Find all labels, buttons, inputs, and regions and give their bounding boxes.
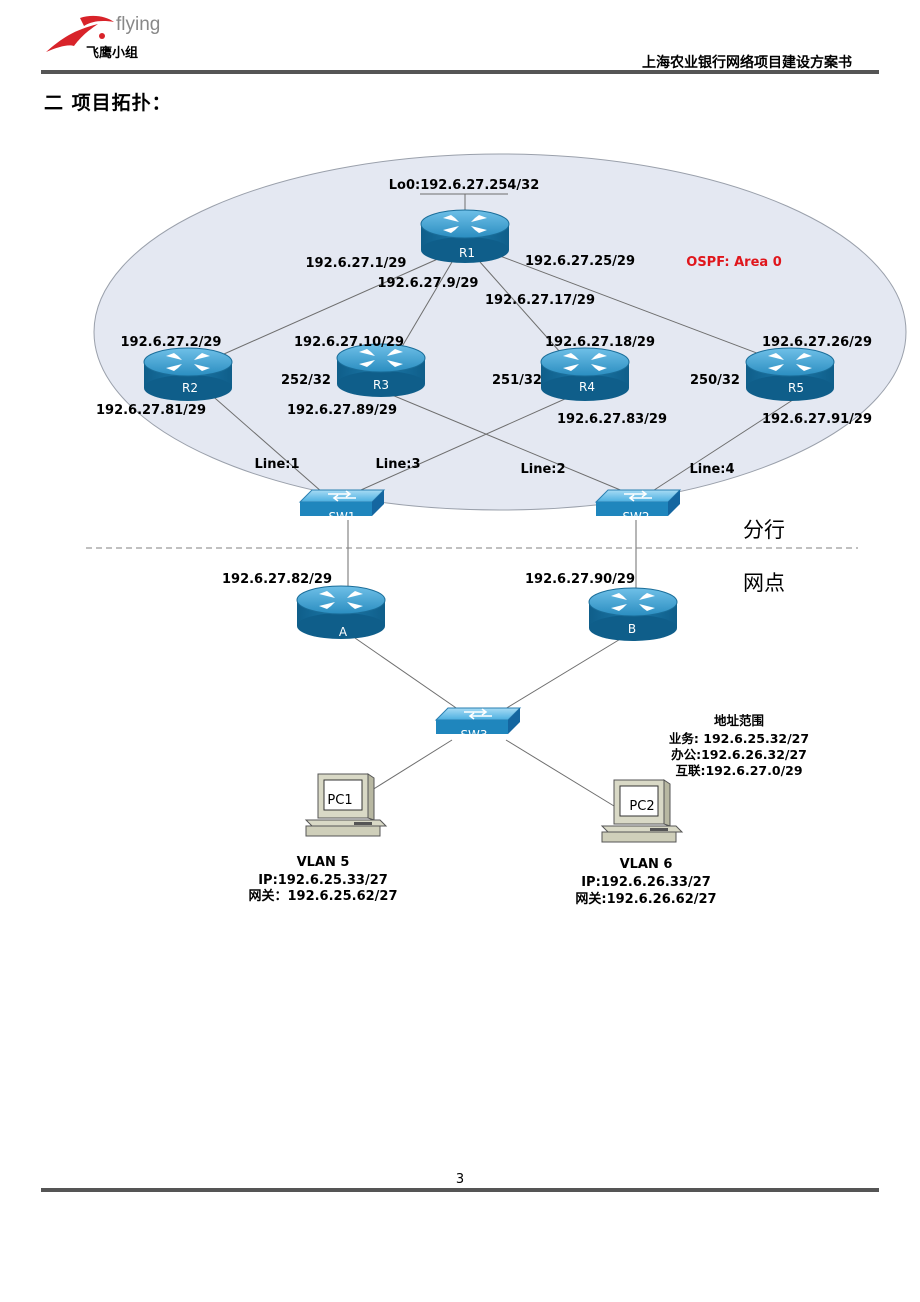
link-r1-r5: [499, 255, 771, 359]
ip-r4-loopback: 251/32: [492, 373, 542, 388]
page-number: 3: [455, 1172, 465, 1187]
link-r2-sw1: [207, 391, 323, 493]
label-r3: R3: [373, 378, 389, 392]
vlan5-ip: IP:192.6.25.33/27: [258, 873, 388, 888]
ip-r1-r2: 192.6.27.1/29: [306, 256, 407, 271]
link-a-sw3: [354, 637, 463, 713]
ip-r5-loopback: 250/32: [690, 373, 740, 388]
ip-r3-down: 192.6.27.89/29: [287, 403, 397, 418]
address-range-office: 办公:192.6.26.32/27: [671, 747, 807, 762]
link-sw3-pc2: [505, 739, 615, 807]
vlan6-name: VLAN 6: [620, 857, 673, 872]
line-1-label: Line:1: [254, 457, 299, 472]
ip-r1-r3: 192.6.27.9/29: [378, 276, 479, 291]
ip-r1-r4: 192.6.27.17/29: [485, 293, 595, 308]
address-range-interconnect: 互联:192.6.27.0/29: [675, 763, 802, 778]
ip-r3-up: 192.6.27.10/29: [294, 335, 404, 350]
vlan6-gateway: 网关:192.6.26.62/27: [575, 891, 716, 907]
label-r4: R4: [579, 380, 595, 394]
link-b-sw3: [499, 637, 623, 713]
label-a: A: [339, 625, 348, 639]
label-r1: R1: [459, 246, 475, 260]
ip-r3-loopback: 252/32: [281, 373, 331, 388]
address-range-title: 地址范围: [714, 713, 764, 728]
ip-r4-up: 192.6.27.18/29: [545, 335, 655, 350]
ip-r2-up: 192.6.27.2/29: [121, 335, 222, 350]
ip-r4-down: 192.6.27.83/29: [557, 412, 667, 427]
address-range-business: 业务: 192.6.25.32/27: [669, 731, 809, 746]
link-r1-r4: [479, 261, 561, 353]
ip-r5-up: 192.6.27.26/29: [762, 335, 872, 350]
zone-outlet-label: 网点: [743, 571, 785, 595]
network-links: [207, 255, 806, 807]
link-r5-sw2: [647, 391, 806, 495]
link-r1-r2: [214, 257, 441, 359]
vlan5-name: VLAN 5: [297, 855, 350, 870]
label-r2: R2: [182, 381, 198, 395]
ip-r2-down: 192.6.27.81/29: [96, 403, 206, 418]
label-pc1: PC1: [327, 793, 352, 808]
ip-r5-down: 192.6.27.91/29: [762, 412, 872, 427]
line-2-label: Line:2: [520, 462, 565, 477]
link-r3-sw2: [379, 389, 631, 495]
footer-rule: [41, 1188, 879, 1192]
vlan5-gateway: 网关：192.6.25.62/27: [248, 888, 397, 904]
logo-cn: 飞鹰小组: [86, 46, 139, 61]
document-title: 上海农业银行网络项目建设方案书: [642, 55, 852, 71]
ip-a-up: 192.6.27.82/29: [222, 572, 332, 587]
logo-text: flying: [116, 14, 161, 35]
link-r4-sw1: [351, 389, 586, 495]
label-sw1: SW1: [328, 510, 355, 524]
header-rule: [41, 70, 879, 74]
flying-logo-icon: [46, 15, 114, 52]
ip-r1-r5: 192.6.27.25/29: [525, 254, 635, 269]
vlan6-ip: IP:192.6.26.33/27: [581, 875, 711, 890]
label-b: B: [628, 622, 636, 636]
loopback-address: Lo0:192.6.27.254/32: [389, 178, 540, 193]
link-r1-r3: [399, 261, 453, 351]
ospf-area-label: OSPF: Area 0: [686, 255, 781, 270]
label-sw3: SW3: [460, 728, 487, 742]
label-pc2: PC2: [629, 799, 654, 814]
label-sw2: SW2: [622, 510, 649, 524]
section-title: 二 项目拓扑：: [44, 92, 172, 114]
link-sw3-pc1: [371, 739, 453, 791]
line-4-label: Line:4: [689, 462, 734, 477]
line-3-label: Line:3: [375, 457, 420, 472]
ospf-area-ellipse: [93, 153, 907, 511]
label-r5: R5: [788, 381, 804, 395]
zone-branch-label: 分行: [743, 518, 785, 542]
ip-b-up: 192.6.27.90/29: [525, 572, 635, 587]
